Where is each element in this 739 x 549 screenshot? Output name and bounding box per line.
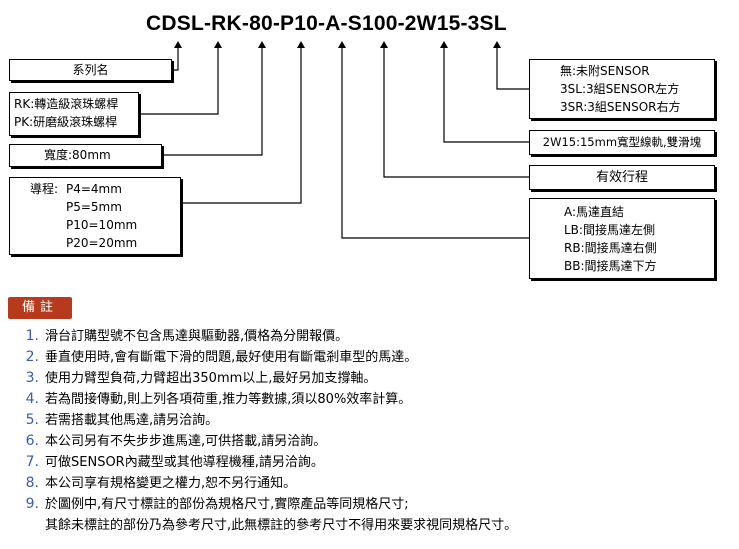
- note-text: 本公司另有不失步步進馬達,可供搭載,請另洽詢。: [45, 434, 327, 449]
- lead-item: P5=5mm: [66, 200, 122, 214]
- width-box: 寬度:80mm: [9, 144, 162, 167]
- note-item: 9.於圖例中,有尺寸標註的部份為規格尺寸,實際產品等同規格尺寸;其餘未標註的部份…: [21, 494, 721, 536]
- note-item: 3.使用力臂型負荷,力臂超出350mm以上,最好另加支撐軸。: [21, 368, 721, 389]
- motor-mount-box: A:馬達直結 LB:間接馬達左側 RB:間接馬達右側 BB:間接馬達下方: [529, 198, 715, 279]
- note-item: 1.滑台訂購型號不包含馬達與驅動器,價格為分開報價。: [21, 326, 721, 347]
- note-text: 垂直使用時,會有斷電下滑的問題,最好使用有斷電剎車型的馬達。: [45, 350, 418, 365]
- lead-item: P20=20mm: [66, 236, 138, 250]
- motor-item: BB:間接馬達下方: [564, 259, 657, 273]
- notes-badge: 備註: [8, 297, 72, 319]
- note-item: 6.本公司另有不失步步進馬達,可供搭載,請另洽詢。: [21, 431, 721, 452]
- note-text: 若為間接傳動,則上列各項荷重,推力等數據,須以80%效率計算。: [45, 392, 412, 407]
- series-box: 系列名: [9, 59, 172, 81]
- sensor-item: 3SR:3組SENSOR右方: [560, 100, 681, 114]
- note-text: 本公司享有規格變更之權力,恕不另行通知。: [45, 476, 297, 491]
- note-text: 使用力臂型負荷,力臂超出350mm以上,最好另加支撐軸。: [45, 371, 377, 386]
- note-item: 7.可做SENSOR內藏型或其他導程機種,請另洽詢。: [21, 452, 721, 473]
- note-text-continued: 其餘未標註的部份乃為參考尺寸,此無標註的參考尺寸不得用來要求視同規格尺寸。: [45, 518, 518, 533]
- motor-item: RB:間接馬達右側: [564, 241, 657, 255]
- sensor-item: 無:未附SENSOR: [560, 64, 650, 78]
- model-code: CDSL-RK-80-P10-A-S100-2W15-3SL: [146, 12, 507, 35]
- sensor-item: 3SL:3組SENSOR左方: [560, 82, 680, 96]
- lead-item: P4=4mm: [66, 182, 122, 196]
- note-item: 2.垂直使用時,會有斷電下滑的問題,最好使用有斷電剎車型的馬達。: [21, 347, 721, 368]
- motor-item: A:馬達直結: [564, 205, 625, 219]
- note-text: 若需搭載其他馬達,請另洽詢。: [45, 413, 219, 428]
- motor-item: LB:間接馬達左側: [564, 223, 655, 237]
- grade-pk: PK:研磨級滾珠螺桿: [14, 115, 118, 129]
- width-label: 寬度:80mm: [44, 148, 111, 162]
- series-label: 系列名: [72, 63, 109, 77]
- lead-item: P10=10mm: [66, 218, 138, 232]
- note-item: 8.本公司享有規格變更之權力,恕不另行通知。: [21, 473, 721, 494]
- note-text: 於圖例中,有尺寸標註的部份為規格尺寸,實際產品等同規格尺寸;: [45, 497, 409, 512]
- rail-box: 2W15:15mm寬型線軌,雙滑塊: [529, 130, 715, 155]
- lead-box: 導程: P4=4mm P5=5mm P10=10mm P20=20mm: [9, 177, 181, 255]
- stroke-box: 有效行程: [529, 165, 715, 190]
- lead-label: 導程:: [30, 182, 59, 196]
- stroke-label: 有效行程: [595, 170, 648, 185]
- notes-list: 1.滑台訂購型號不包含馬達與驅動器,價格為分開報價。 2.垂直使用時,會有斷電下…: [21, 326, 721, 536]
- note-text: 可做SENSOR內藏型或其他導程機種,請另洽詢。: [45, 455, 324, 470]
- grade-rk: RK:轉造級滾珠螺桿: [14, 97, 119, 111]
- screw-grade-box: RK:轉造級滾珠螺桿 PK:研磨級滾珠螺桿: [9, 92, 139, 136]
- sensor-box: 無:未附SENSOR 3SL:3組SENSOR左方 3SR:3組SENSOR右方: [529, 59, 715, 119]
- note-text: 滑台訂購型號不包含馬達與驅動器,價格為分開報價。: [45, 329, 349, 344]
- rail-label: 2W15:15mm寬型線軌,雙滑塊: [542, 135, 702, 149]
- note-item: 4.若為間接傳動,則上列各項荷重,推力等數據,須以80%效率計算。: [21, 389, 721, 410]
- note-item: 5.若需搭載其他馬達,請另洽詢。: [21, 410, 721, 431]
